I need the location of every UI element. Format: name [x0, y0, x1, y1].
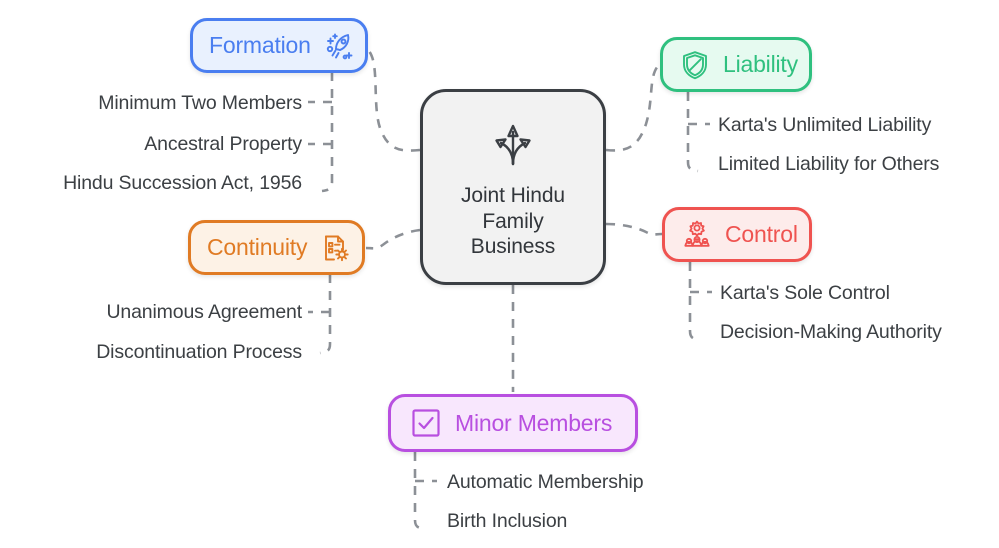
branch-node-formation[interactable]: Formation [190, 18, 368, 73]
center-node[interactable]: Joint Hindu Family Business [420, 89, 606, 285]
shield-slash-icon [679, 49, 711, 81]
leaf-continuity-1: Unanimous Agreement [106, 301, 302, 323]
leaf-liability-2: Limited Liability for Others [718, 153, 940, 175]
leaf-control-1: Karta's Sole Control [720, 282, 890, 304]
leaf-minor-1: Automatic Membership [447, 471, 644, 493]
leaf-continuity-2: Discontinuation Process [96, 341, 302, 363]
branch-node-minor-members[interactable]: Minor Members [388, 394, 638, 452]
leaf-formation-1: Minimum Two Members [98, 92, 302, 114]
branch-node-liability[interactable]: Liability [660, 37, 812, 92]
branch-label-liability: Liability [723, 51, 798, 77]
center-label-line-1: Joint Hindu [461, 184, 565, 208]
document-gear-icon [319, 232, 351, 264]
wire-center-formation [366, 49, 421, 152]
wire-formation-trunk [321, 72, 334, 193]
center-node-label: Joint Hindu Family Business [461, 183, 565, 260]
leaf-formation-3: Hindu Succession Act, 1956 [63, 172, 302, 194]
diverging-arrows-icon [484, 114, 542, 175]
branch-node-continuity[interactable]: Continuity [188, 220, 365, 275]
leaf-liability-1: Karta's Unlimited Liability [718, 114, 932, 136]
wire-liability-trunk [686, 92, 699, 173]
branch-label-continuity: Continuity [207, 234, 308, 260]
wire-center-continuity [365, 228, 421, 250]
wire-minor-trunk [413, 452, 426, 531]
branch-node-control[interactable]: Control [662, 207, 812, 262]
branch-label-formation: Formation [209, 32, 311, 58]
wire-center-control [605, 222, 663, 236]
center-label-line-3: Business [470, 235, 556, 259]
wire-control-trunk [688, 262, 701, 342]
wire-continuity-trunk [319, 274, 332, 355]
branch-label-minor-members: Minor Members [455, 409, 613, 436]
leaf-minor-2: Birth Inclusion [447, 510, 568, 532]
rocket-money-icon [323, 30, 355, 62]
leaf-control-2: Decision-Making Authority [720, 321, 942, 343]
center-label-line-2: Family [482, 209, 544, 233]
leaf-formation-2: Ancestral Property [144, 133, 302, 155]
branch-label-control: Control [725, 221, 798, 247]
checkbox-check-icon [409, 406, 443, 440]
gears-people-icon [681, 219, 713, 251]
wire-center-liability [605, 63, 661, 152]
